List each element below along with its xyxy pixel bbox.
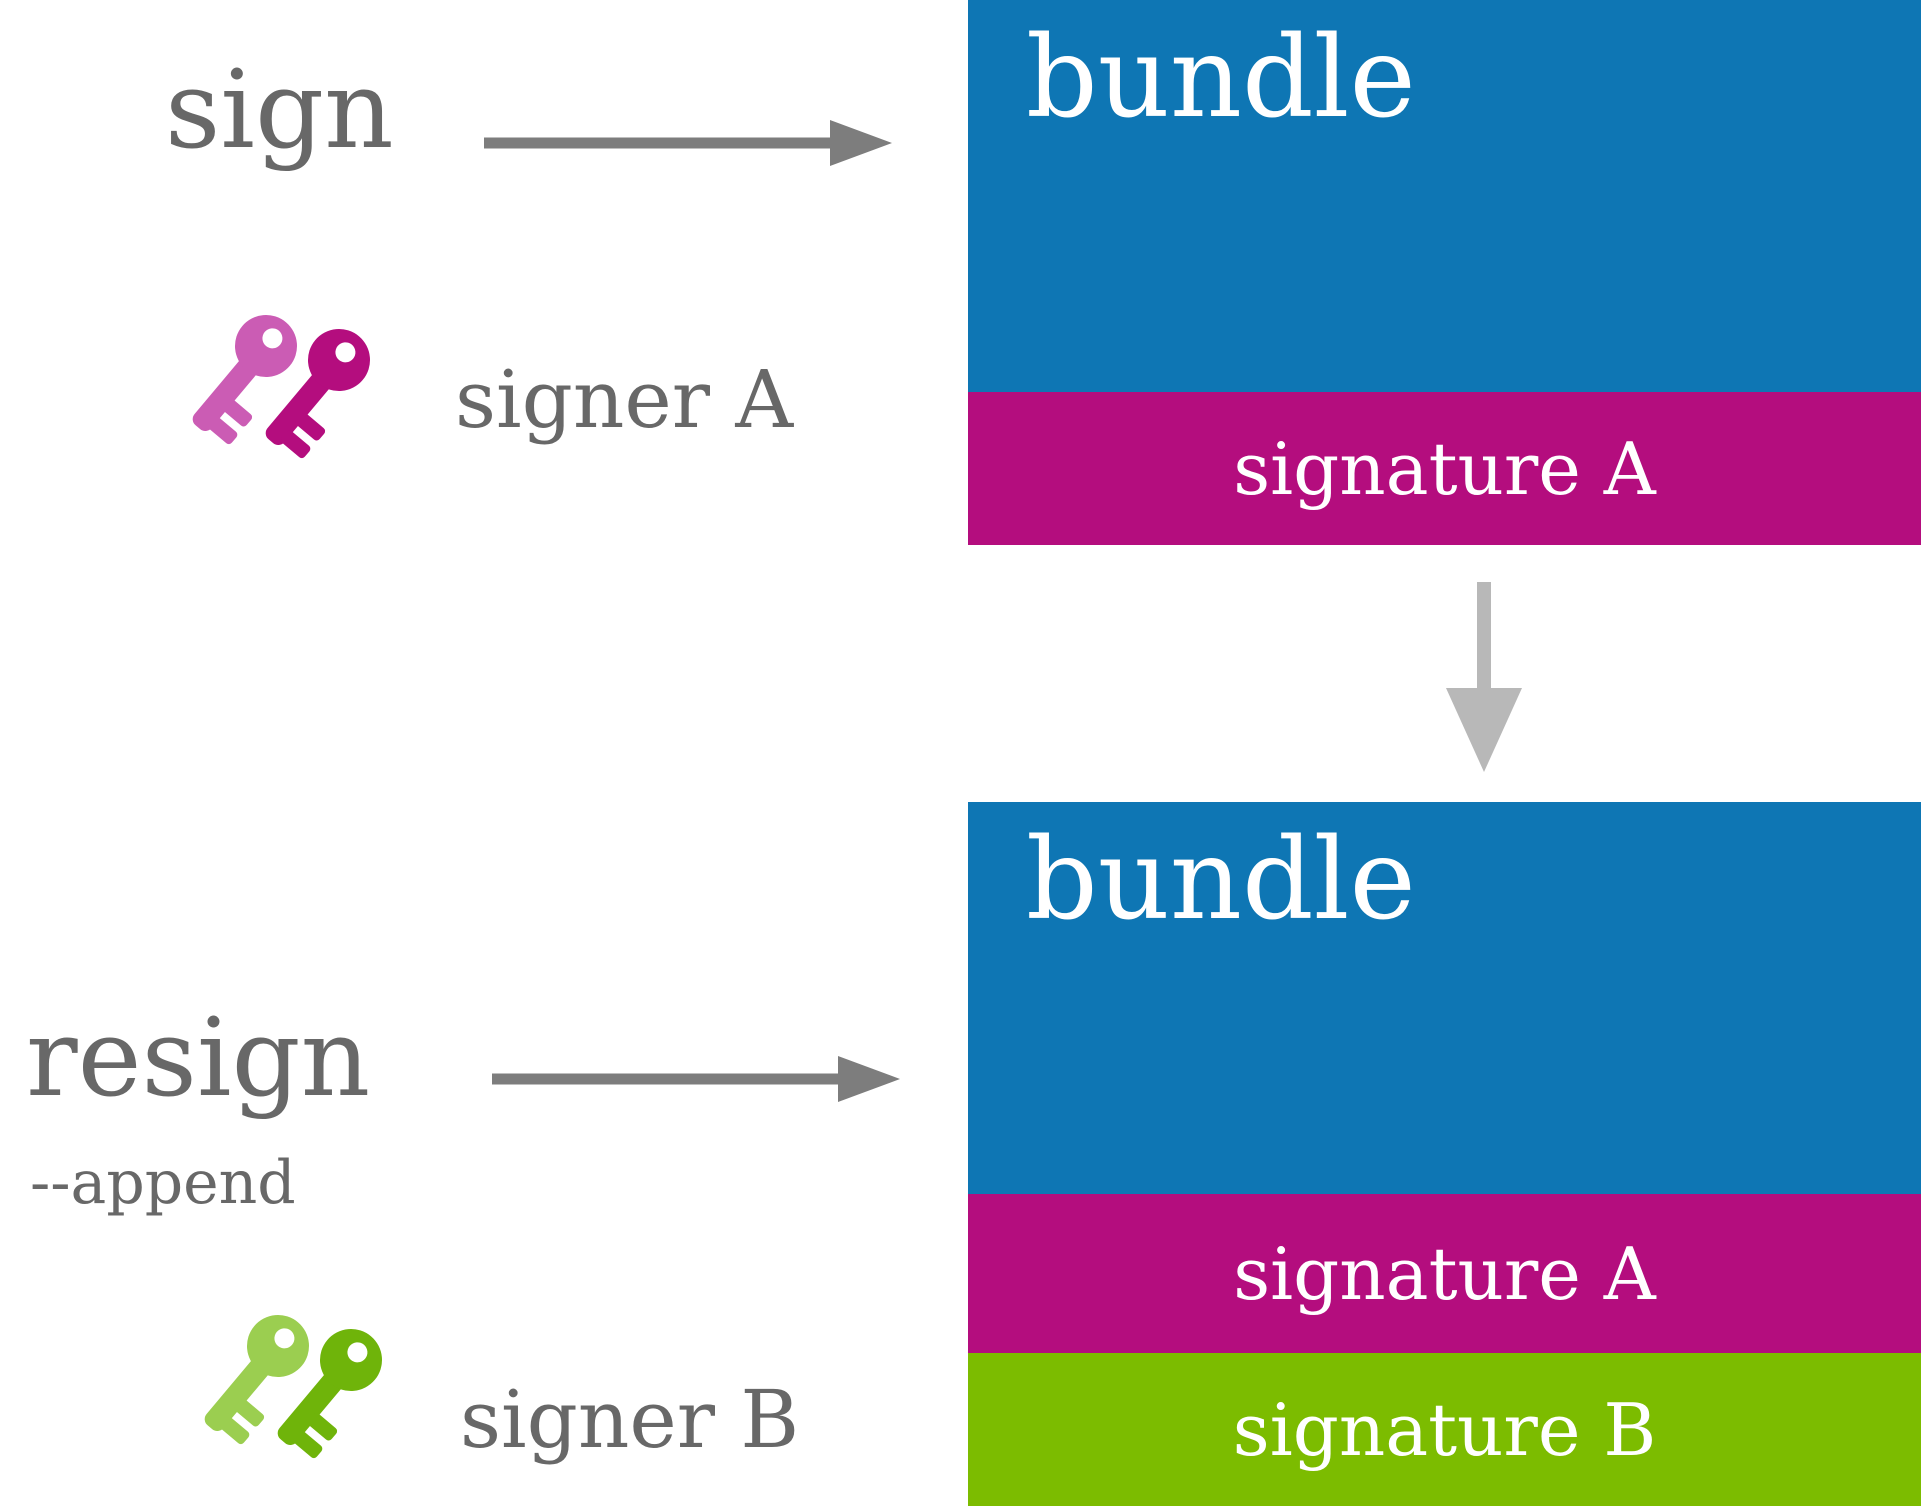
signer-b-label: signer B	[460, 1373, 800, 1466]
arrow-head	[830, 120, 892, 166]
signer-a-label: signer A	[455, 353, 794, 446]
signer-b-keys-icon	[192, 1298, 437, 1478]
back-key-shape	[192, 315, 297, 445]
bundle-box-signed-once: bundle signature A	[968, 0, 1921, 545]
signature-a-band: signature A	[968, 1194, 1921, 1353]
signature-a-label: signature A	[1233, 426, 1656, 511]
arrow-head	[838, 1056, 900, 1102]
flow-down-arrow-icon	[1438, 582, 1530, 772]
sign-arrow-right-icon	[480, 100, 895, 185]
signature-b-band: signature B	[968, 1353, 1921, 1506]
signature-a-label: signature A	[1233, 1231, 1656, 1316]
resign-arrow-right-icon	[488, 1036, 903, 1121]
signer-a-keys-icon	[180, 298, 425, 478]
bundle-title: bundle	[1026, 815, 1416, 945]
signature-b-label: signature B	[1232, 1387, 1657, 1472]
down-arrow-head	[1446, 688, 1522, 772]
down-arrow-shaft	[1477, 582, 1491, 694]
bundle-title: bundle	[1026, 13, 1416, 143]
resign-action-label: resign	[26, 996, 371, 1121]
back-key-shape	[204, 1315, 309, 1445]
sign-action-label: sign	[165, 48, 394, 173]
bundle-box-signed-twice: bundle signature A signature B	[968, 802, 1921, 1506]
append-flag-label: --append	[30, 1148, 296, 1218]
front-key-shape	[265, 329, 370, 459]
signature-a-band: signature A	[968, 392, 1921, 545]
front-key-shape	[277, 1329, 382, 1459]
